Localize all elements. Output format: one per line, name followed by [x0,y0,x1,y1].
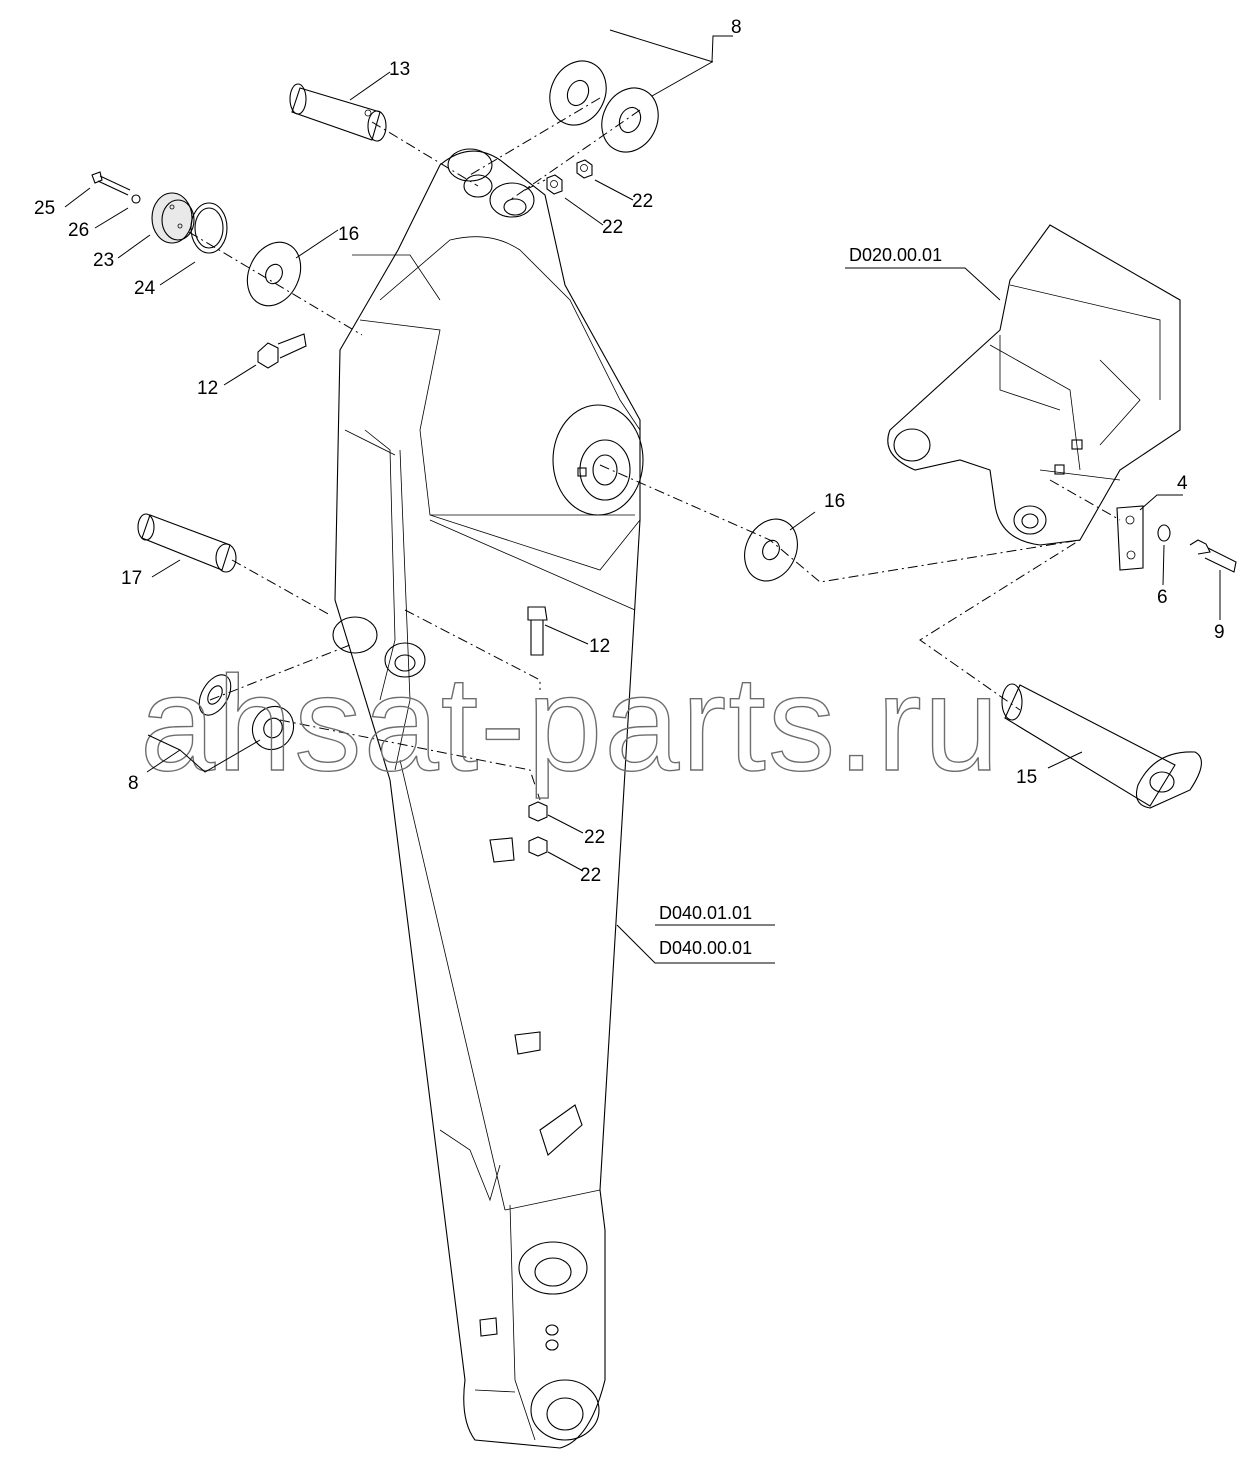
callout-6: 6 [1157,587,1168,608]
watermark: ahsat-parts.ru [140,648,1001,799]
bolt-12-top [257,333,307,369]
callout-22-c: 22 [584,827,605,848]
arm-body [332,148,644,1449]
reference-labels: D020.00.01 D040.01.01 D040.00.01 [659,245,942,958]
callout-15: 15 [1016,767,1037,788]
callout-13: 13 [389,59,410,80]
callouts: 8 13 25 26 23 24 16 12 22 22 4 6 9 16 17… [34,17,1225,886]
callout-8-left: 8 [128,773,139,794]
bolt-12-mid [527,606,548,656]
callout-17: 17 [121,568,142,589]
assembly-lines [171,97,1121,801]
washer-16-top [246,241,302,307]
callout-4: 4 [1177,473,1188,494]
ref-bucket-link: D020.00.01 [849,245,942,265]
callout-22-d: 22 [580,865,601,886]
plate-4-bolt-9 [1116,505,1237,573]
callout-24: 24 [134,278,156,299]
callout-25: 25 [34,198,55,219]
leader-lines [64,29,1221,964]
callout-12-top: 12 [197,378,218,399]
callout-26: 26 [68,220,89,241]
ref-arm-secondary: D040.00.01 [659,938,752,958]
nuts-22-top [546,159,593,195]
callout-22-a: 22 [632,191,653,212]
pin-13 [289,83,387,142]
washer-8-left [198,674,295,751]
pin-17 [137,513,237,573]
callout-8-top: 8 [731,17,742,38]
callout-16-top: 16 [338,224,359,245]
nuts-22-mid [528,801,548,857]
callout-9: 9 [1214,622,1225,643]
callout-12-mid: 12 [589,636,610,657]
bucket-link [887,224,1181,546]
callout-23: 23 [93,250,114,271]
callout-22-b: 22 [602,217,623,238]
washer-8-top [549,60,659,153]
cap-assembly [91,171,228,254]
ref-arm-primary: D040.01.01 [659,903,752,923]
washer-16-right [744,518,798,582]
pin-15 [1001,683,1202,809]
callout-16-right: 16 [824,491,845,512]
